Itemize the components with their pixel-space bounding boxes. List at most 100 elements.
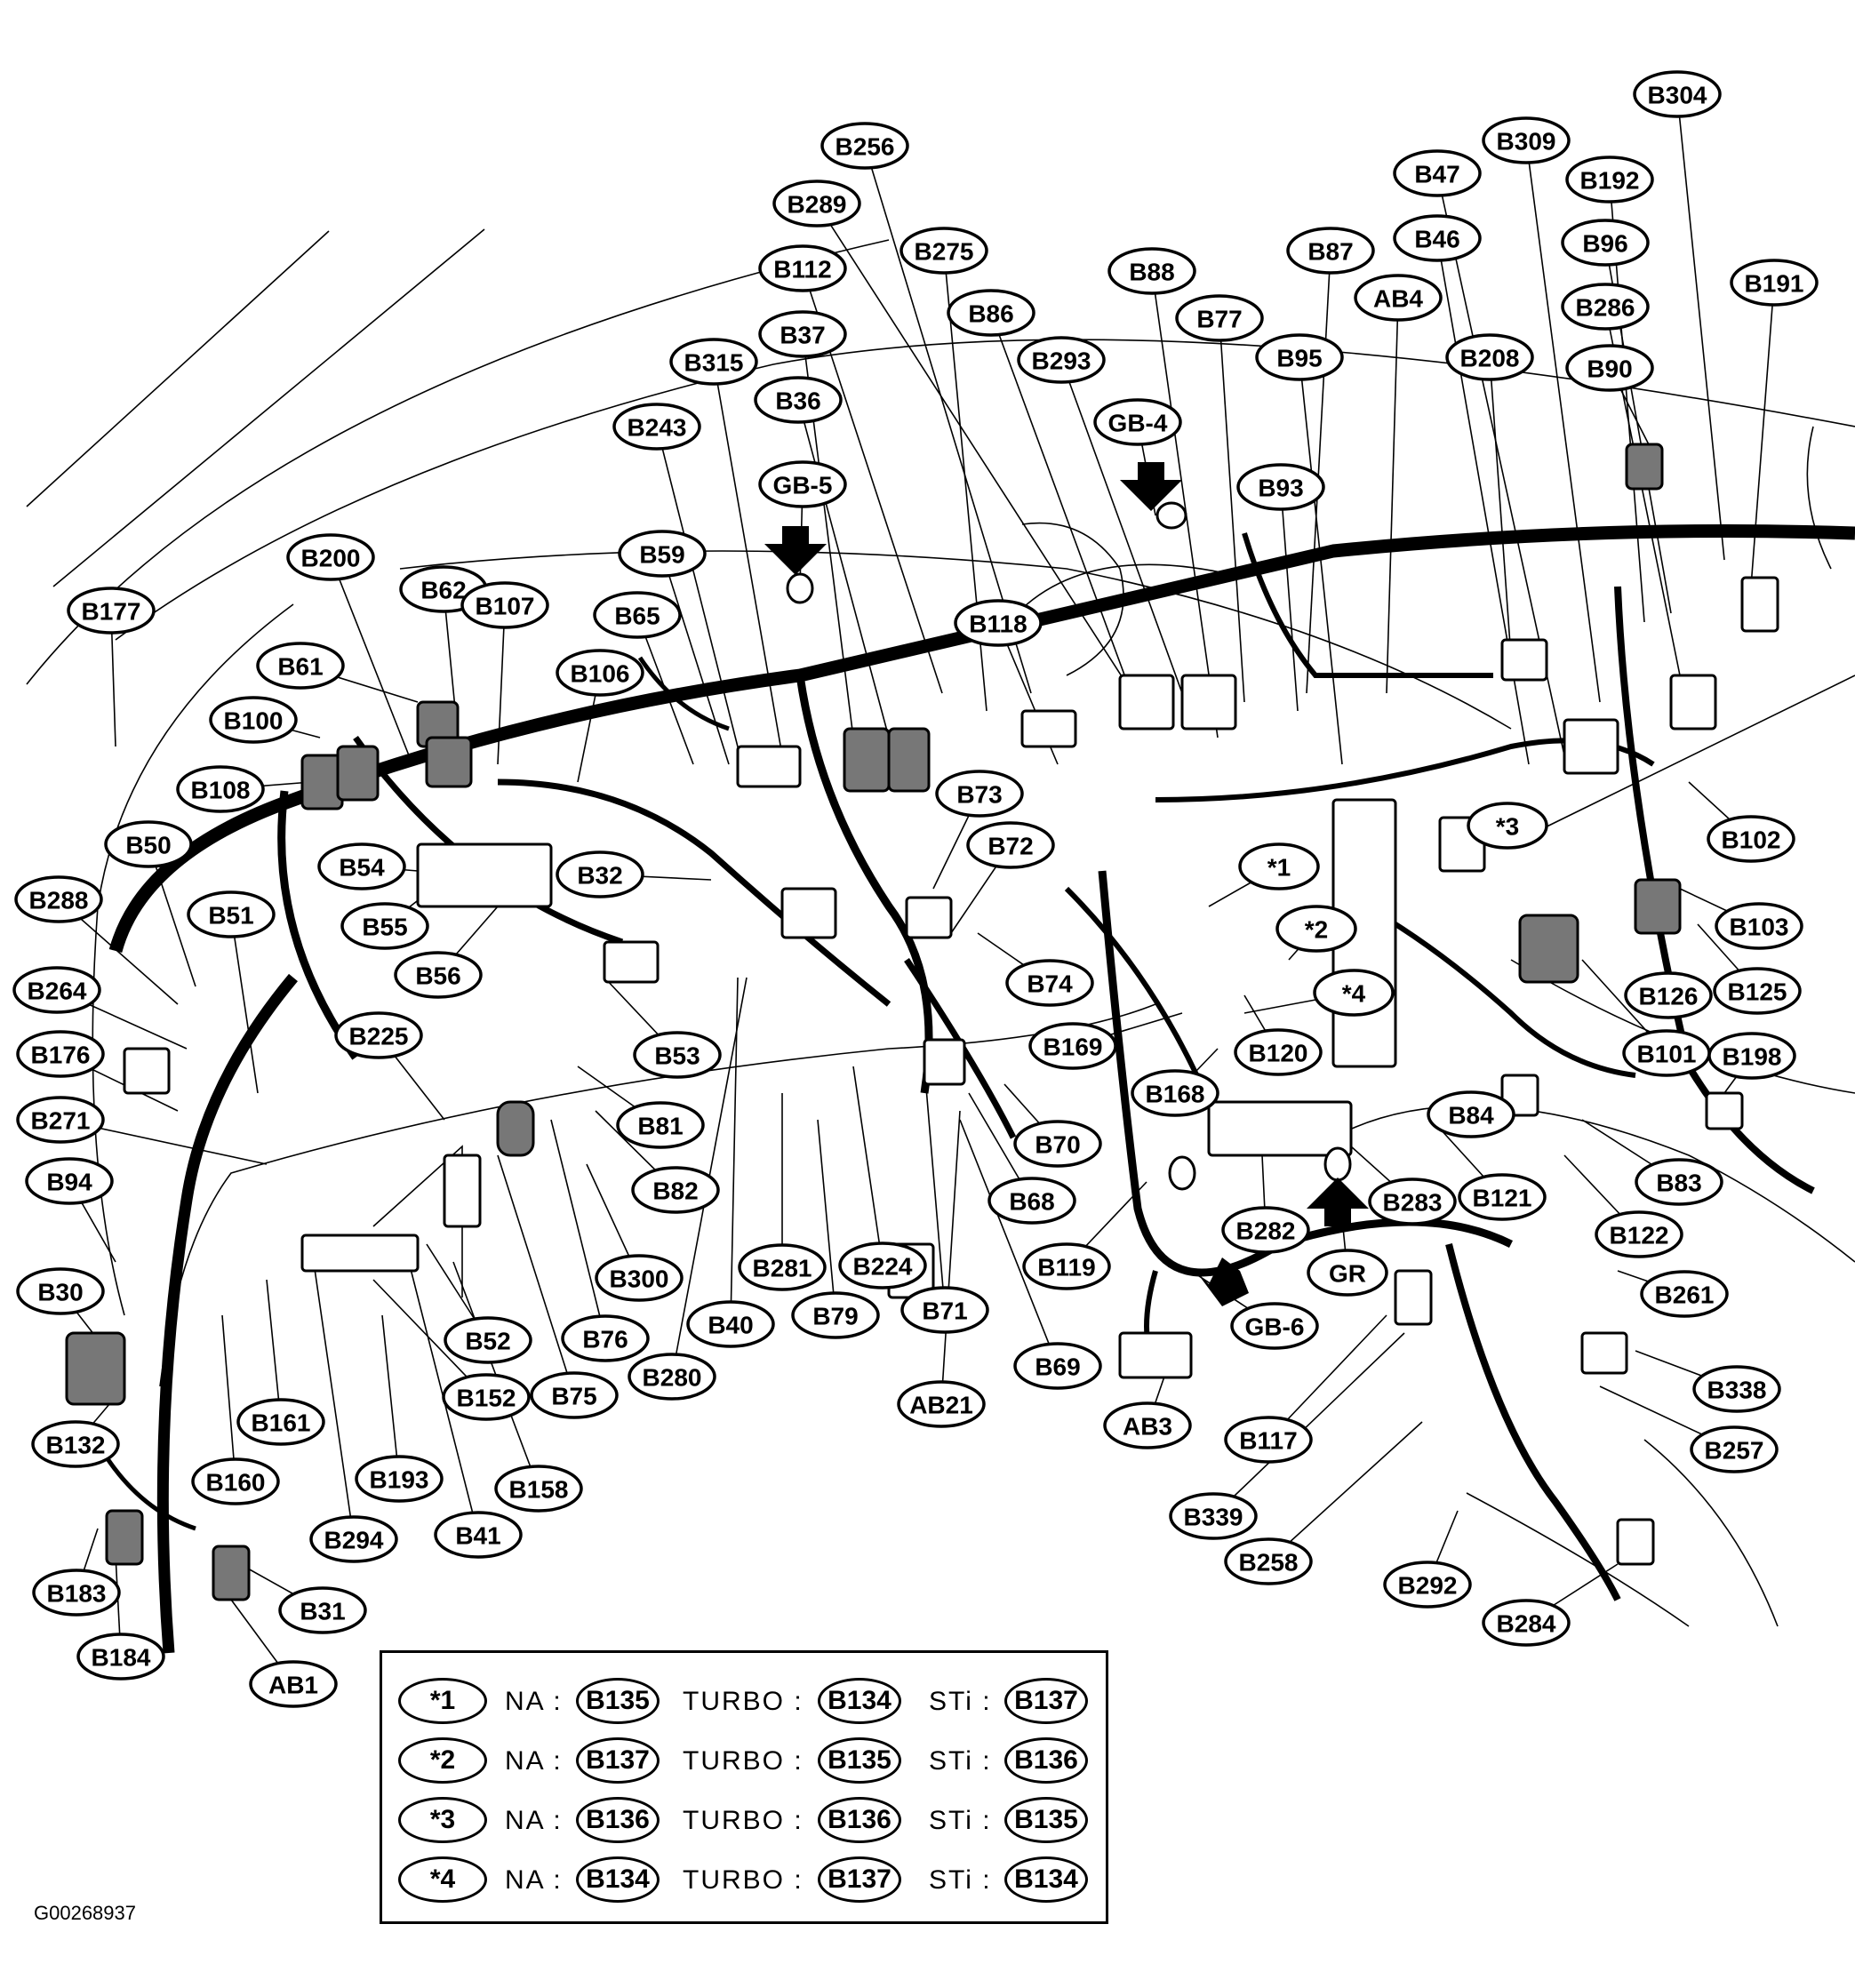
connector-label: B177	[67, 587, 156, 635]
sti-connector: B136	[1004, 1737, 1088, 1784]
leader-line	[661, 553, 730, 765]
leader-line	[852, 1066, 884, 1266]
sti-connector: B137	[1004, 1678, 1088, 1724]
connector-label-text: B101	[1637, 1041, 1697, 1068]
leader-line	[1280, 486, 1299, 712]
leader-line	[924, 1066, 946, 1311]
connector-label-text: B37	[780, 322, 825, 349]
connector-label-oval	[16, 1096, 105, 1144]
connector-label-oval	[76, 1633, 165, 1681]
connector-label-oval	[191, 1457, 280, 1505]
connector-label-oval	[209, 696, 298, 744]
connector-label-text: B286	[1576, 294, 1635, 322]
leader-line	[1525, 140, 1601, 703]
connector-label-text: B119	[1037, 1254, 1095, 1281]
connector-label-text: B84	[1448, 1102, 1494, 1130]
connector-label: B106	[556, 649, 644, 697]
connector-label-text: B118	[969, 611, 1027, 638]
connector-label: B93	[1236, 463, 1325, 511]
connector-label: B191	[1730, 259, 1819, 307]
connector-label: B59	[618, 530, 707, 578]
connector-label-text: B117	[1239, 1427, 1297, 1455]
connector-label: B46	[1393, 214, 1482, 262]
connector-label: B68	[987, 1177, 1076, 1225]
connector-label-text: B83	[1656, 1170, 1701, 1197]
connector-label-text: B55	[362, 914, 407, 941]
connector-label-text: B243	[628, 414, 687, 442]
connector-label-text: B86	[968, 300, 1013, 328]
connector-label-text: B281	[753, 1255, 812, 1282]
connector-label-oval	[791, 1291, 880, 1339]
connector-label-text: B106	[571, 660, 630, 688]
connector-label-oval	[1482, 1599, 1571, 1647]
connector-label-oval	[1692, 1365, 1781, 1413]
connector-label-oval	[556, 649, 644, 697]
connector-label-text: B283	[1383, 1189, 1443, 1217]
connector-label-oval	[394, 951, 483, 999]
connector-label-oval	[556, 850, 644, 898]
connector-label-text: B68	[1009, 1188, 1054, 1216]
sti-prefix: STi :	[929, 1806, 992, 1835]
connector-label-oval	[1307, 1249, 1388, 1297]
connector-label-text: B103	[1730, 914, 1789, 941]
connector-label-oval	[935, 770, 1024, 818]
connector-label: B101	[1622, 1029, 1711, 1077]
connector-label: B71	[900, 1286, 989, 1334]
connector-label: B55	[340, 902, 429, 950]
connector-label-oval	[1393, 149, 1482, 197]
connector-label-text: B81	[637, 1113, 683, 1140]
connector-label: B82	[631, 1166, 720, 1214]
connector-label-oval	[1707, 815, 1795, 863]
connector-label-text: B132	[46, 1432, 106, 1459]
connector-label-text: B256	[836, 133, 895, 161]
connector-label-oval	[317, 842, 406, 890]
connector-label-oval	[1230, 1302, 1319, 1350]
connector-label-oval	[1690, 1425, 1779, 1473]
connector-label: B83	[1635, 1158, 1723, 1206]
connector-label-text: B225	[349, 1023, 409, 1050]
connector-label: B264	[12, 966, 101, 1014]
connector-label: B183	[32, 1569, 121, 1617]
connector-label-oval	[494, 1465, 583, 1513]
connector-label-text: B125	[1728, 978, 1787, 1006]
connector-label-text: B193	[370, 1466, 429, 1494]
turbo-prefix: TURBO :	[683, 1865, 804, 1895]
connector-label: B77	[1175, 294, 1264, 342]
connector-label: B118	[954, 599, 1043, 647]
leader-line	[817, 1119, 836, 1316]
connector-label-oval	[1175, 294, 1264, 342]
connector-label: B54	[317, 842, 406, 890]
connector-label: B36	[754, 376, 843, 424]
connector-label-oval	[1221, 1206, 1310, 1254]
connector-label: B121	[1458, 1173, 1547, 1221]
connector-label-oval	[612, 403, 701, 451]
connector-label: B309	[1482, 116, 1571, 164]
connector-label: B94	[25, 1157, 114, 1205]
connector-label-text: B69	[1035, 1353, 1080, 1381]
connector-label-text: B271	[31, 1107, 91, 1135]
connector-label-text: B100	[224, 707, 284, 735]
connector-label-oval	[987, 1177, 1076, 1225]
connector-label-oval	[897, 1380, 986, 1428]
connector-label-oval	[1017, 336, 1106, 384]
connector-label-text: B61	[277, 653, 323, 681]
connector-label-oval	[738, 1243, 827, 1291]
connector-label-oval	[1354, 274, 1443, 322]
connector-label-text: B300	[610, 1265, 669, 1293]
connector-label-oval	[1169, 1492, 1258, 1540]
connector-label-text: B54	[339, 854, 385, 882]
connector-label-text: B289	[788, 191, 847, 219]
connector-label: B79	[791, 1291, 880, 1339]
connector-label: B158	[494, 1465, 583, 1513]
na-prefix: NA :	[505, 1806, 563, 1835]
leader-line	[940, 1110, 961, 1405]
connector-label-text: B112	[773, 256, 831, 283]
connector-label-oval	[754, 376, 843, 424]
connector-label-text: B73	[956, 781, 1002, 809]
connector-label-oval	[1730, 259, 1819, 307]
leader-line	[230, 914, 259, 1094]
connector-label-oval	[1093, 398, 1182, 446]
connector-label-text: B76	[582, 1326, 628, 1353]
leader-line	[1060, 359, 1183, 694]
